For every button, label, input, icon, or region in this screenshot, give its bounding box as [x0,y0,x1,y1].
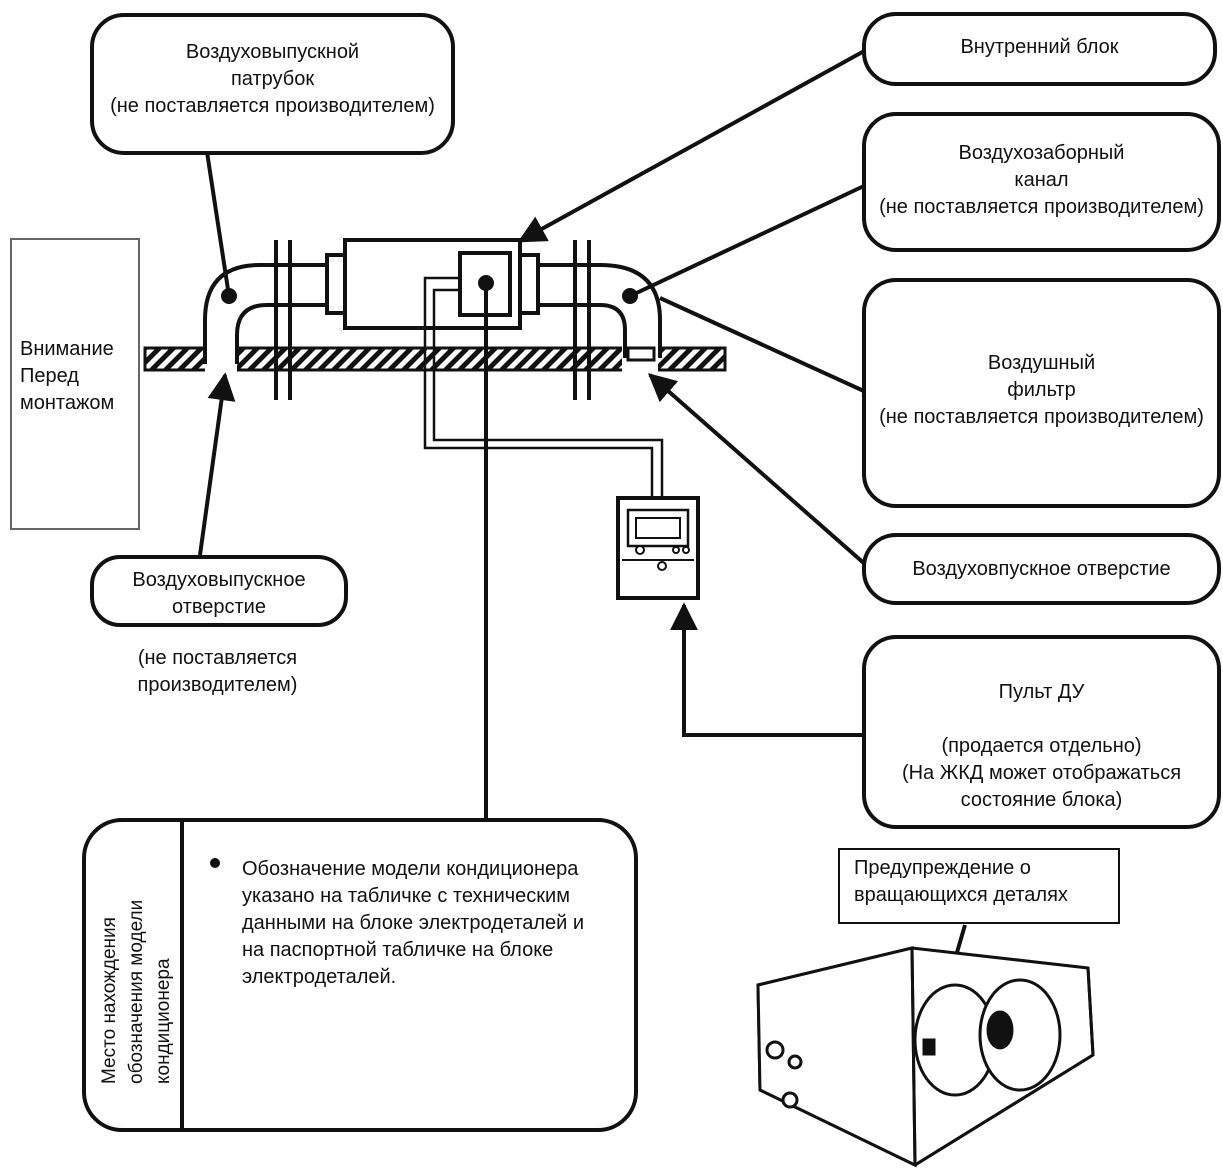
rotating-warning-line-2: вращающихся деталях [854,884,1068,906]
air-filter-line-1: Воздушный [987,352,1096,374]
indoor-unit-label: Внутренний блок [862,12,1217,86]
outlet-nozzle-line-3: (не поставляется производителем) [110,95,435,117]
side-title-line-2: обозначения модели [126,899,147,1084]
leader-outlet-nozzle [205,151,231,297]
model-text-line-3: данными на блоке электродеталей и [242,912,585,934]
inlet-opening-text: Воздуховпускное отверстие [912,558,1171,580]
outlet-opening-label: Воздуховыпускное отверстие [90,555,348,627]
indoor-unit-text: Внутренний блок [960,36,1119,58]
leader-indoor-unit [517,48,867,243]
inlet-opening-label: Воздуховпускное отверстие [862,533,1221,605]
leader-outlet-opening [198,372,236,556]
model-text-line-5: электродеталей. [242,966,397,988]
model-location-divider [180,822,184,1128]
intake-duct-label: Воздухозаборный канал (не поставляется п… [862,112,1221,252]
attention-line-1: Внимание [20,338,114,360]
model-location-text: Обозначение модели кондиционера указано … [242,856,632,991]
model-text-line-4: на паспортной табличке на блоке [242,939,554,961]
rotating-warning-label: Предупреждение о вращающихся деталях [838,848,1120,924]
remote-line-3: состояние блока) [960,789,1123,811]
outlet-nozzle-label: Воздуховыпускной патрубок (не поставляет… [90,13,455,155]
model-location-side-title: Место нахождения обозначения модели конд… [96,824,180,1084]
intake-duct-line-1: Воздухозаборный [958,142,1125,164]
air-filter-label: Воздушный фильтр (не поставляется произв… [862,278,1221,508]
indoor-unit-body [343,238,522,330]
outlet-note-line-1: (не поставляется [137,647,298,669]
rotating-warning-line-1: Предупреждение о [854,857,1031,879]
outlet-nozzle-line-1: Воздуховыпускной [185,41,360,63]
intake-duct [518,240,662,400]
outlet-opening-note: (не поставляется производителем) [100,645,335,699]
attention-line-3: монтажом [20,392,115,414]
remote-line-2: (На ЖКД может отображаться [901,762,1182,784]
intake-duct-line-3: (не поставляется производителем) [879,196,1204,218]
model-location-panel: Место нахождения обозначения модели конд… [82,818,638,1132]
outlet-opening-line-1: Воздуховыпускное [132,569,306,591]
remote-label: Пульт ДУ (продается отдельно) (На ЖКД мо… [862,635,1221,829]
outlet-opening-line-2: отверстие [172,596,266,618]
attention-line-2: Перед [20,365,79,387]
leader-intake-duct [629,183,867,298]
intake-duct-line-2: канал [1014,169,1069,191]
remote-title: Пульт ДУ [998,681,1085,703]
remote-line-1: (продается отдельно) [941,735,1142,757]
remote-wire [423,276,664,498]
leader-inlet-opening [647,373,868,567]
model-text-line-2: указано на табличке с техническим [242,885,570,907]
side-title-line-3: кондиционера [153,958,174,1084]
outlet-note-line-2: производителем) [137,674,298,696]
outlet-nozzle-line-2: патрубок [230,68,315,90]
fan-unit-illustration [756,946,1095,1168]
remote-controller [616,496,700,600]
air-filter-line-2: фильтр [1007,379,1076,401]
leader-air-filter [659,296,867,394]
leader-remote [670,602,866,737]
attention-panel: Внимание Перед монтажом [10,238,140,530]
air-filter-line-3: (не поставляется производителем) [879,406,1204,428]
outlet-duct [203,240,347,400]
model-text-line-1: Обозначение модели кондиционера [242,858,579,880]
side-title-line-1: Место нахождения [99,917,120,1084]
bullet-dot-icon [210,858,220,868]
